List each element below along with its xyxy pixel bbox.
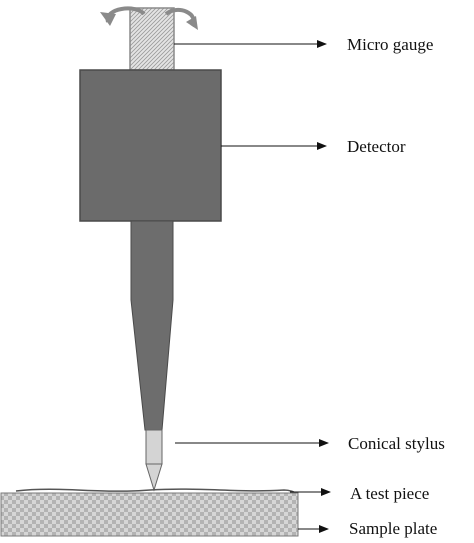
micro-gauge-label: Micro gauge	[347, 35, 434, 54]
conical-stylus-label: Conical stylus	[348, 434, 445, 453]
sample-plate	[0, 492, 299, 537]
detector-body	[79, 69, 222, 222]
test-piece-label: A test piece	[350, 484, 430, 503]
micro-gauge	[100, 6, 198, 71]
conical-stylus	[145, 429, 163, 492]
stylus-stem	[130, 220, 174, 431]
sample-plate-label: Sample plate	[349, 519, 438, 538]
detector-label: Detector	[347, 137, 406, 156]
test-piece	[15, 488, 299, 495]
